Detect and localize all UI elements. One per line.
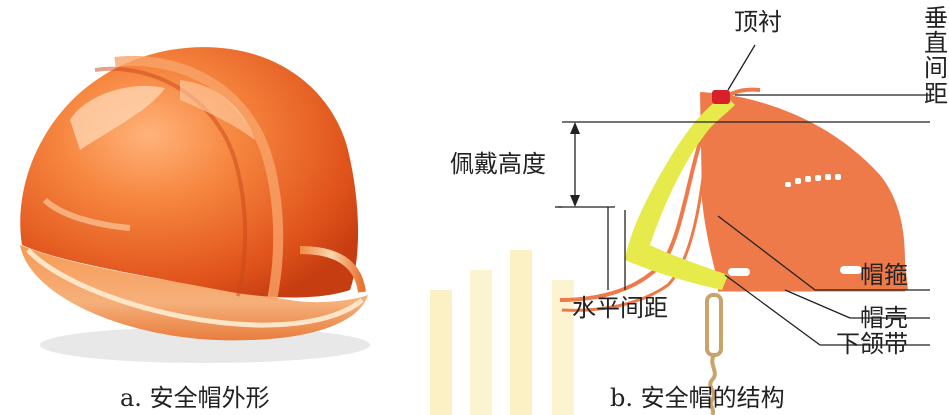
label-horizontal-gap: 水平间距: [572, 294, 668, 322]
label-top-liner: 顶衬: [734, 8, 782, 36]
helmet-highlight: [70, 85, 165, 150]
label-headband: 帽箍: [860, 261, 908, 289]
caption-b: b. 安全帽的结构: [610, 384, 785, 412]
caption-a: a. 安全帽外形: [120, 384, 270, 412]
top-liner-block: [712, 90, 730, 104]
helmet-brim: [20, 245, 368, 341]
label-chin-strap: 下颌带: [836, 330, 908, 358]
label-wearing-height: 佩戴高度: [450, 150, 546, 178]
arrow-up: [570, 122, 580, 134]
helmet-headband: [625, 95, 735, 290]
helmet-shell: [700, 92, 908, 290]
label-shell: 帽壳: [860, 304, 908, 332]
dimension-lines: [555, 44, 930, 319]
helmet-ridge: [114, 55, 284, 301]
chin-strap: [705, 293, 723, 415]
leader-lines: [717, 215, 930, 346]
label-vertical-gap: 垂直间距: [924, 4, 948, 108]
arrow-down: [570, 195, 580, 207]
helmet-vents: [728, 174, 862, 276]
